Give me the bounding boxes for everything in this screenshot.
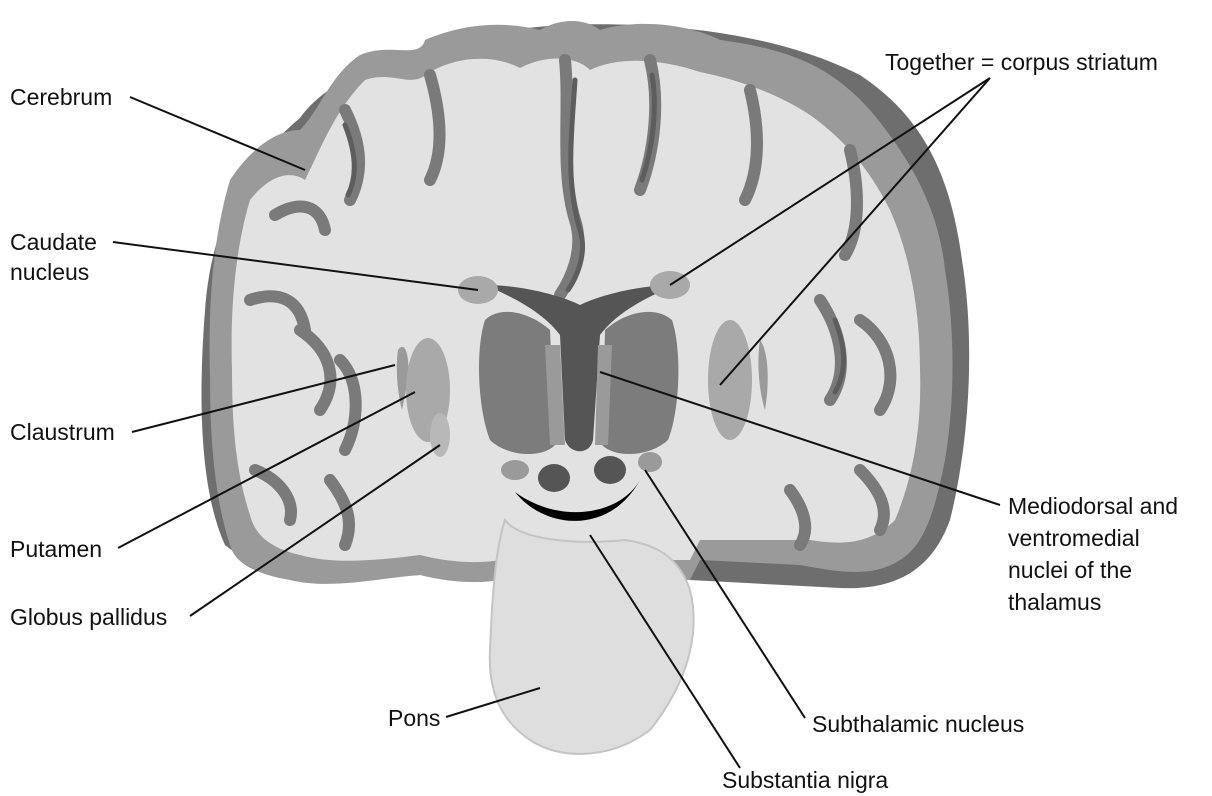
label-putamen: Putamen [10,536,102,562]
label-pons: Pons [388,705,440,731]
label-thalamus-line4: thalamus [1008,589,1101,615]
leader-cerebrum [130,97,305,170]
label-globus-pallidus: Globus pallidus [10,604,167,630]
thalamus-left [479,312,555,454]
label-corpus-striatum: Together = corpus striatum [885,49,1158,75]
label-cerebrum: Cerebrum [10,84,112,110]
label-thalamus-line2: ventromedial [1008,525,1140,551]
label-claustrum: Claustrum [10,419,115,445]
subthalamic-nucleus-left [501,460,529,480]
label-substantia-nigra: Substantia nigra [722,767,888,793]
label-caudate-line1: Caudate [10,229,97,255]
thalamus-right [602,312,678,454]
label-subthalamic-nucleus: Subthalamic nucleus [812,711,1024,737]
putamen-right [708,320,752,440]
subthalamic-nucleus-right [638,452,662,472]
nucleus-dark-right [594,456,626,484]
label-caudate-line2: nucleus [10,259,89,285]
pons [490,520,694,754]
label-thalamus-line3: nuclei of the [1008,557,1132,583]
nucleus-dark-left [538,464,570,492]
label-thalamus-line1: Mediodorsal and [1008,493,1178,519]
